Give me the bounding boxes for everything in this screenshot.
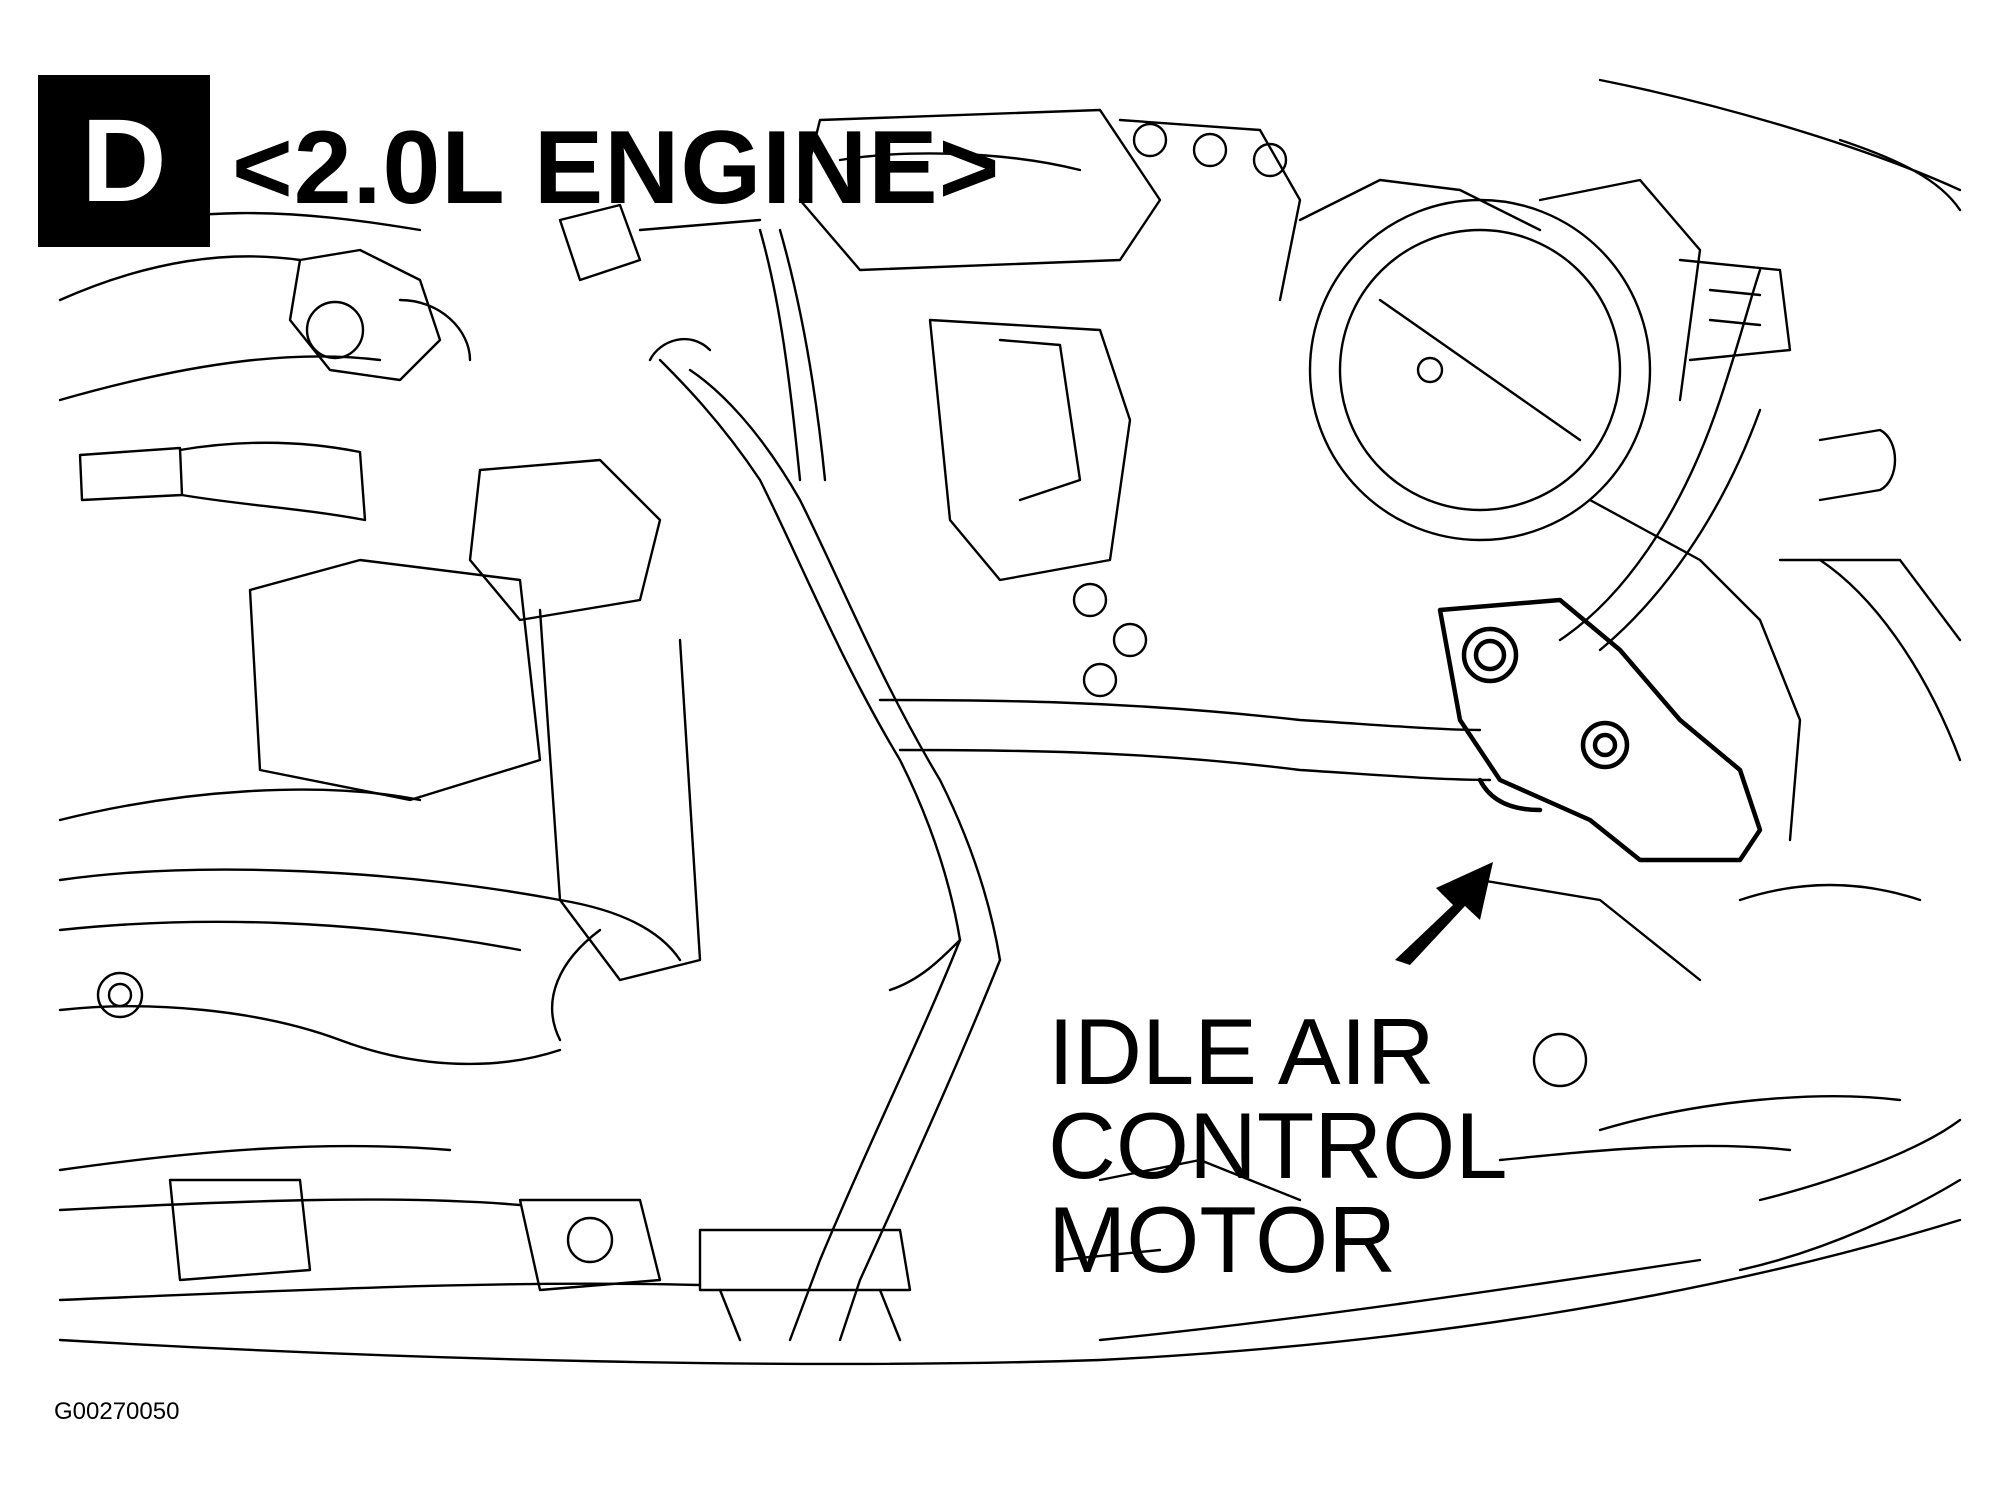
callout-line-2: CONTROL: [1048, 1093, 1508, 1198]
figure-id: G00270050: [54, 1398, 180, 1425]
section-badge: D: [38, 75, 210, 247]
outer-contours: [58, 78, 1962, 1366]
intake-runners: [58, 248, 702, 1066]
idle-air-control-motor: [1437, 597, 1763, 863]
callout-line-3: MOTOR: [1048, 1187, 1397, 1292]
lower-clamp: [168, 1158, 1302, 1342]
arrow-up-right-icon: [1395, 862, 1493, 965]
upper-block: [558, 108, 1302, 698]
central-hose: [648, 337, 1492, 1342]
callout-line-1: IDLE AIR: [1048, 999, 1435, 1104]
throttle-body: [1298, 178, 1802, 842]
section-letter: D: [81, 95, 167, 227]
component-callout: IDLE AIR CONTROL MOTOR: [1048, 1005, 1508, 1287]
right-hoses: [1478, 268, 1962, 1162]
diagram-title: <2.0L ENGINE>: [232, 110, 1001, 226]
